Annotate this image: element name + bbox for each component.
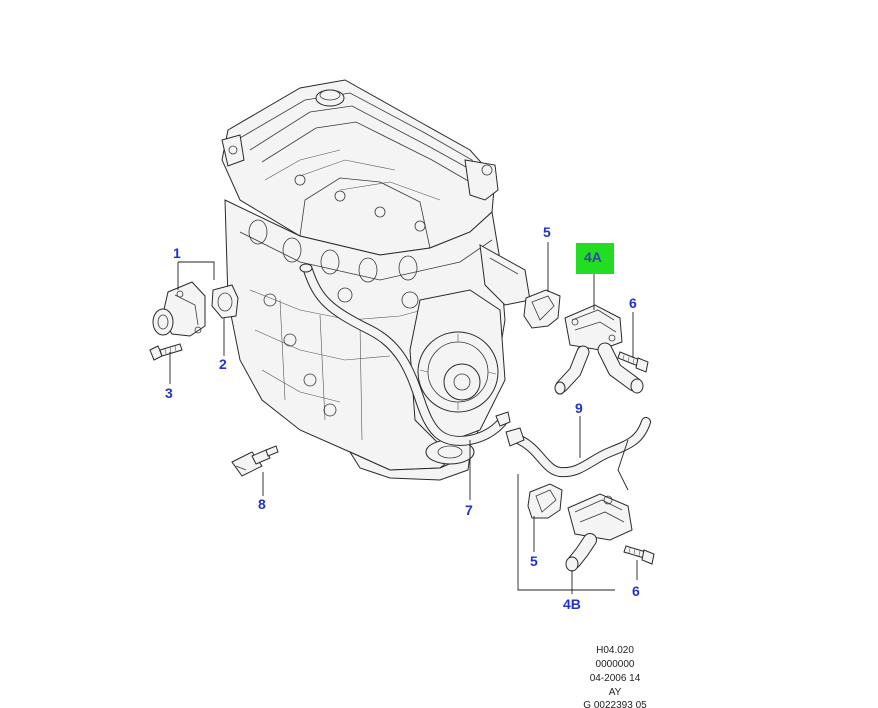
callout-1[interactable]: 1 — [173, 245, 181, 261]
callout-6-lower[interactable]: 6 — [632, 583, 640, 599]
callout-3[interactable]: 3 — [165, 385, 173, 401]
temperature-sender-part-8 — [231, 445, 279, 477]
footer-ref-line-4: AY — [608, 687, 622, 698]
callout-5-upper[interactable]: 5 — [543, 224, 551, 240]
selected-callout-highlight — [576, 243, 614, 274]
callout-9[interactable]: 9 — [575, 400, 583, 416]
bolt-part-3 — [149, 343, 183, 361]
coolant-hose-part-7 — [299, 263, 511, 446]
outlet-housing-part-4B — [565, 493, 633, 572]
outlet-housing-part-4A — [554, 304, 644, 395]
bolt-part-6-upper — [617, 351, 649, 373]
footer-ref-line-3: 04-2006 14 — [589, 673, 641, 684]
gasket-part-2 — [211, 284, 239, 319]
bolt-part-6-lower — [623, 545, 655, 565]
callout-5-lower[interactable]: 5 — [530, 553, 538, 569]
gasket-part-5-lower — [527, 483, 563, 519]
engine-block — [221, 79, 531, 481]
footer-ref-line-5: G 0022393 05 — [583, 700, 647, 708]
callout-8[interactable]: 8 — [258, 496, 266, 512]
footer-ref-line-2: 0000000 — [595, 659, 635, 670]
leader-lines — [169, 242, 638, 594]
callout-2[interactable]: 2 — [219, 356, 227, 372]
callout-4A[interactable]: 4A — [584, 249, 602, 265]
thermostat-housing-part-1 — [152, 281, 206, 337]
bypass-hose-part-9 — [505, 417, 651, 478]
callout-6-upper[interactable]: 6 — [629, 295, 637, 311]
callout-4B[interactable]: 4B — [563, 596, 581, 612]
callout-7[interactable]: 7 — [465, 502, 473, 518]
footer-ref-line-1: H04.020 — [596, 645, 634, 656]
